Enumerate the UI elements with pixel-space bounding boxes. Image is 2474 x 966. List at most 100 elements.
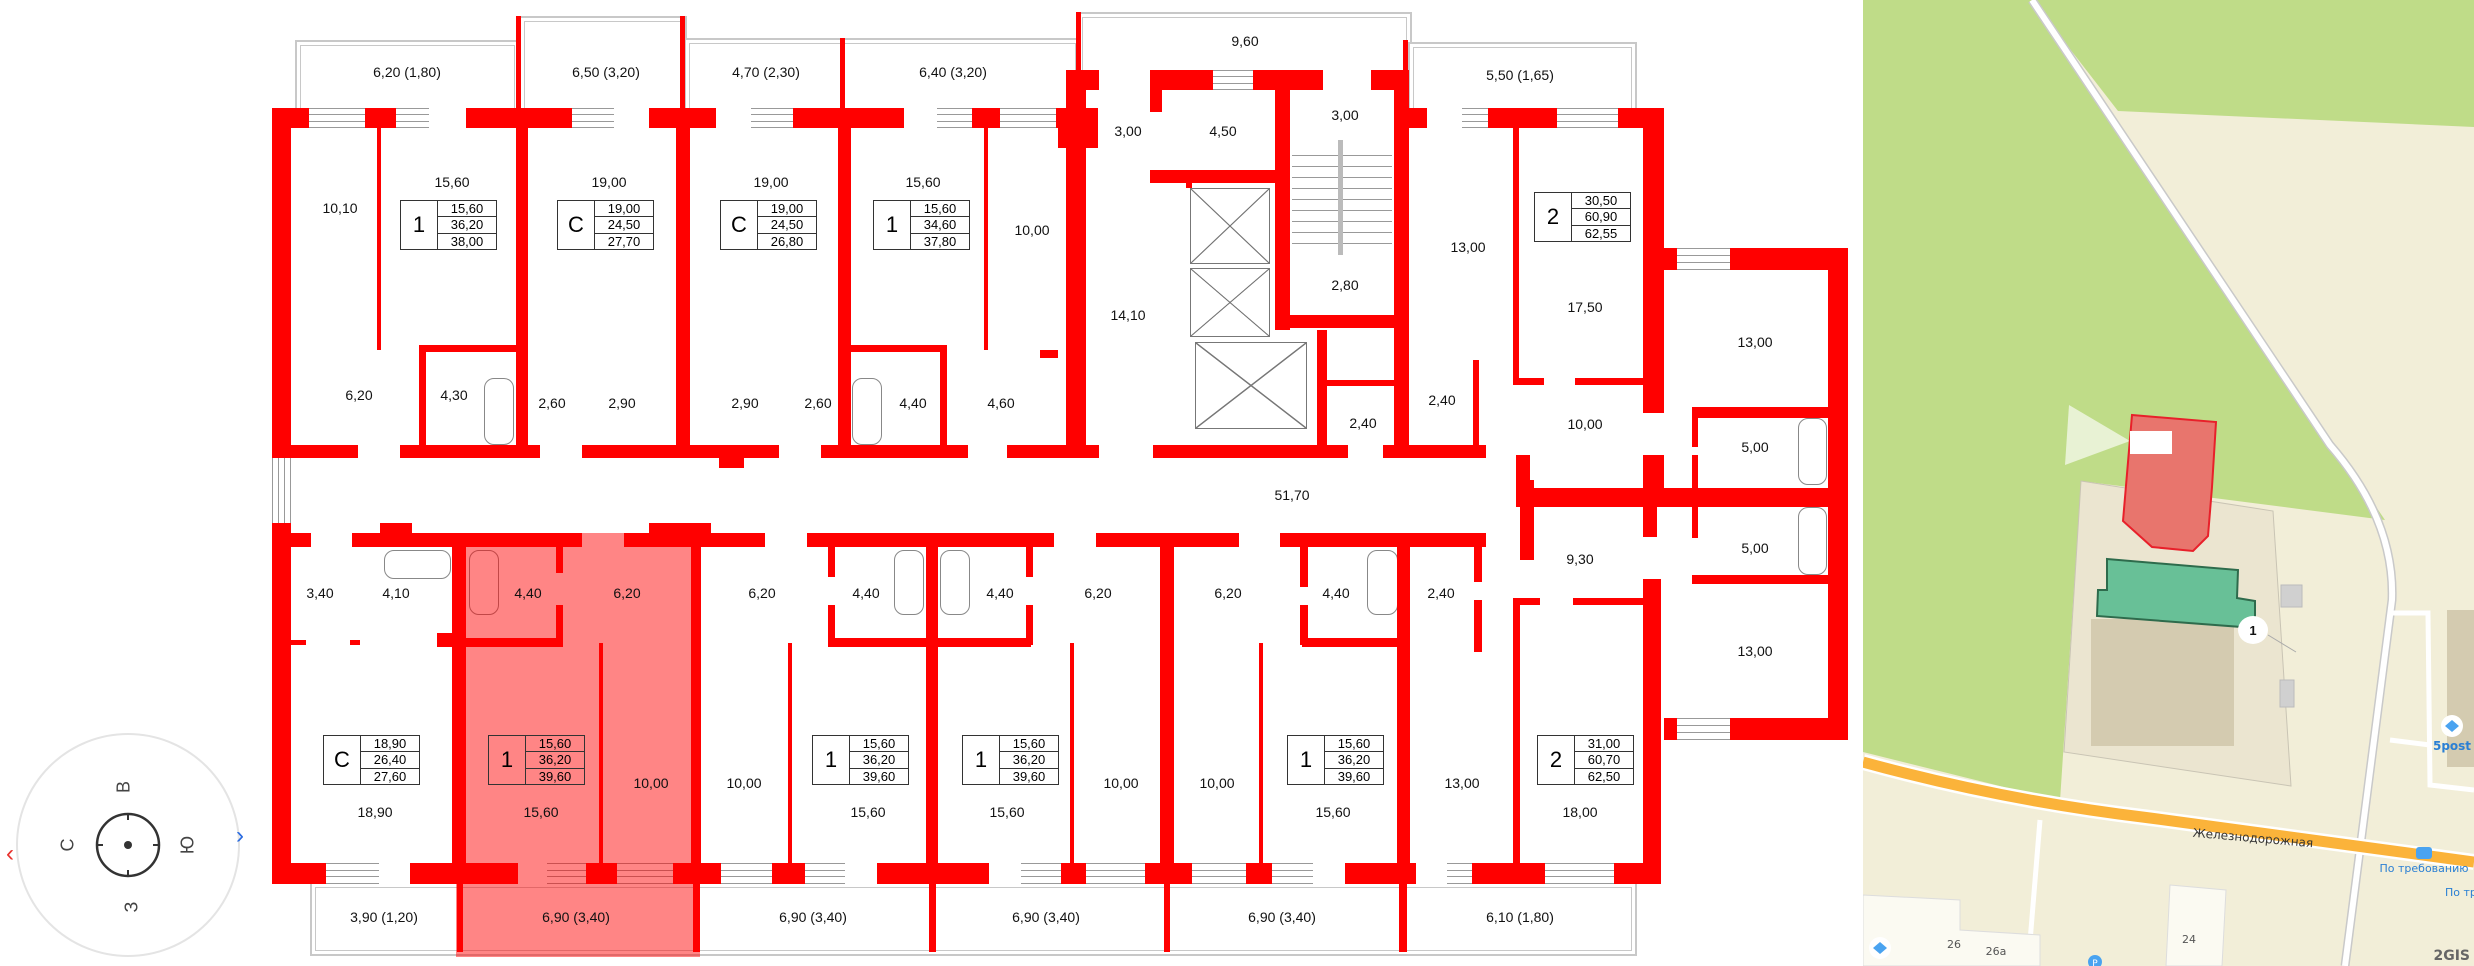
- window: [1447, 863, 1472, 884]
- wall: [1575, 378, 1643, 385]
- chevron-left-icon[interactable]: ‹: [6, 840, 14, 867]
- doorway: [1313, 863, 1345, 884]
- room-area-label: 6,20: [1084, 585, 1112, 601]
- window: [1677, 718, 1730, 740]
- doorway: [968, 445, 1007, 458]
- compass-north-label: С: [57, 838, 78, 852]
- bathtub-icon: [384, 550, 451, 579]
- bus-stop-icon[interactable]: [2416, 847, 2432, 859]
- total-area: 36,20: [1000, 752, 1058, 769]
- selected-apartment-highlight[interactable]: [456, 533, 700, 957]
- wall: [1040, 350, 1058, 358]
- living-area: 15,60: [850, 736, 908, 753]
- total-area-with-balcony: 27,70: [607, 233, 641, 249]
- bathtub-icon: [1367, 550, 1398, 615]
- room-area-label: 10,00: [633, 775, 669, 791]
- wall: [1302, 638, 1397, 647]
- bathtub-icon: [940, 550, 970, 615]
- room-area-label: 4,40: [852, 585, 880, 601]
- compass[interactable]: В С Ю З: [16, 733, 240, 957]
- doorway: [518, 863, 547, 884]
- park-area: [1863, 0, 2385, 801]
- room-area-label: 15,60: [850, 804, 886, 820]
- balcony-area-label: 5,50 (1,65): [1486, 67, 1554, 83]
- doorway: [429, 108, 466, 128]
- total-area-with-balcony: 38,00: [450, 233, 484, 249]
- wall: [1643, 480, 1657, 537]
- wall: [1317, 330, 1327, 458]
- room-area-label: 10,00: [1103, 775, 1139, 791]
- wall: [599, 643, 603, 863]
- wall: [1692, 407, 1698, 447]
- bus-stop-label[interactable]: По требованию: [2380, 862, 2469, 875]
- building-shadow: [2091, 619, 2234, 746]
- apartment-room-count: 1: [1288, 736, 1325, 784]
- balcony-area-label: 6,50 (3,20): [572, 64, 640, 80]
- park-area: [2032, 0, 2474, 127]
- wall: [1394, 70, 1409, 458]
- room-area-label: 4,10: [382, 585, 410, 601]
- room-area-label: 6,20: [1214, 585, 1242, 601]
- chevron-right-icon[interactable]: ›: [236, 822, 244, 849]
- poi-diamond-icon: [2445, 720, 2459, 732]
- compass-dial-icon: [95, 812, 161, 878]
- road: [2392, 610, 2474, 793]
- doorway: [989, 863, 1021, 884]
- total-area: 60,90: [1572, 209, 1630, 226]
- apartment-room-count: С: [721, 201, 758, 249]
- location-map[interactable]: 1 Железнодорожная 5post По требованию По…: [1863, 0, 2474, 966]
- balcony-area-label: 9,60: [1231, 33, 1259, 49]
- doorway: [358, 445, 400, 458]
- window: [805, 863, 845, 884]
- room-area-label: 10,00: [1199, 775, 1235, 791]
- bathtub-icon: [1798, 418, 1827, 485]
- window: [1021, 863, 1061, 884]
- wall: [1150, 90, 1162, 112]
- wall: [926, 547, 938, 863]
- bus-stop-label-2[interactable]: По тр: [2445, 886, 2474, 899]
- doorway: [540, 445, 582, 458]
- wall: [1026, 605, 1033, 645]
- room-area-label: 6,20: [345, 387, 373, 403]
- room-area-label: 3,40: [306, 585, 334, 601]
- total-area-with-balcony: 39,60: [1337, 768, 1371, 784]
- parking-label: P: [2092, 959, 2098, 966]
- room-area-label: 4,40: [899, 395, 927, 411]
- total-area-with-balcony: 39,60: [538, 768, 572, 784]
- wall: [1573, 598, 1643, 605]
- parking-icon[interactable]: [2088, 955, 2102, 966]
- house-section[interactable]: [2095, 557, 2256, 630]
- room-area-label: 18,00: [1562, 804, 1598, 820]
- balcony-area-label: 6,90 (3,40): [1012, 909, 1080, 925]
- room-area-label: 14,10: [1110, 307, 1146, 323]
- wall: [466, 638, 561, 647]
- room-area-label: 4,40: [986, 585, 1014, 601]
- wall: [291, 640, 306, 645]
- view-direction-cone: [2065, 405, 2130, 465]
- road: [2029, 0, 2396, 966]
- entrance-marker[interactable]: 1: [2238, 616, 2268, 644]
- balcony-area-label: 6,90 (3,40): [779, 909, 847, 925]
- wall: [1300, 547, 1308, 587]
- bathtub-icon: [469, 550, 499, 615]
- room-area-label: 4,50: [1209, 123, 1237, 139]
- poi-label[interactable]: 5post: [2433, 739, 2471, 753]
- wall: [719, 458, 744, 468]
- wall: [1513, 128, 1519, 380]
- map-attribution[interactable]: 2GIS: [2433, 948, 2470, 964]
- room-area-label: 13,00: [1450, 239, 1486, 255]
- balcony-area-label: 6,10 (1,80): [1486, 909, 1554, 925]
- window: [396, 108, 429, 128]
- room-area-label: 5,00: [1741, 540, 1769, 556]
